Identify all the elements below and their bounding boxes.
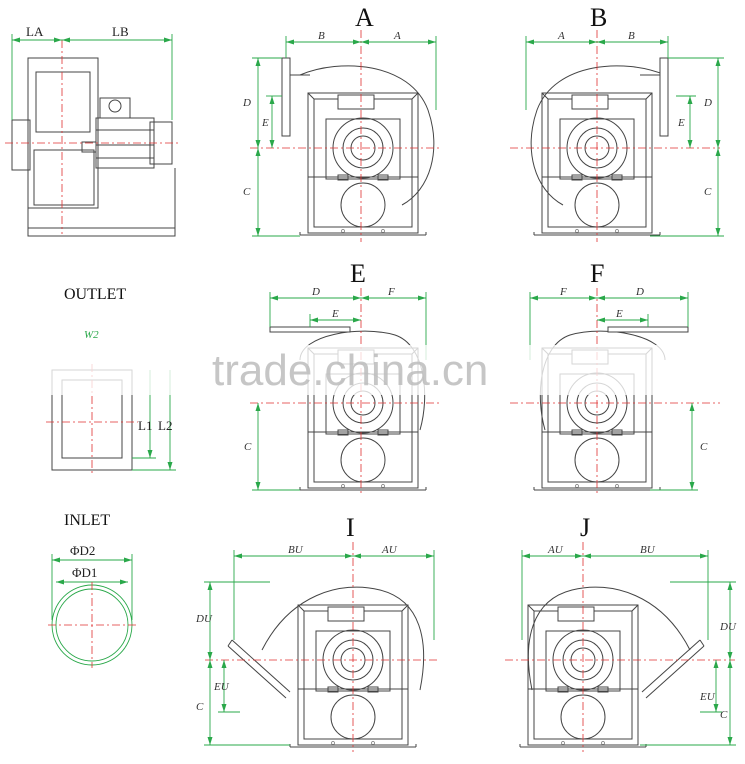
view-a-dim-1: B bbox=[318, 30, 325, 42]
view-f-dim-3: E bbox=[615, 308, 623, 320]
inlet-detail: INLET ΦD2 ΦD1 bbox=[48, 512, 136, 668]
view-j: J AU BU DU EU C bbox=[505, 513, 737, 752]
view-i-dim-3: DU bbox=[195, 613, 213, 625]
outlet-w2-label: W2 bbox=[84, 329, 99, 341]
view-f-dim-4: C bbox=[700, 441, 708, 453]
view-b-dim-4: E bbox=[677, 117, 685, 129]
view-b-title: B bbox=[590, 3, 607, 32]
view-e-dim-2: F bbox=[387, 286, 395, 298]
view-a-dim-5: C bbox=[243, 186, 251, 198]
view-j-dim-1: AU bbox=[547, 544, 564, 556]
view-b-dim-3: D bbox=[703, 97, 712, 109]
inlet-d2-label: ΦD2 bbox=[70, 543, 95, 558]
view-j-dim-3: DU bbox=[719, 621, 737, 633]
view-i-dim-2: AU bbox=[381, 544, 398, 556]
outlet-l2-label: L2 bbox=[158, 418, 172, 433]
view-j-dim-4: EU bbox=[699, 691, 716, 703]
view-f-title: F bbox=[590, 259, 604, 288]
view-b-dim-1: A bbox=[557, 30, 565, 42]
watermark-band bbox=[40, 345, 730, 395]
view-b-dim-2: B bbox=[628, 30, 635, 42]
view-f-dim-2: D bbox=[635, 286, 644, 298]
view-j-dim-5: C bbox=[720, 709, 728, 721]
dim-la-label: LA bbox=[26, 24, 44, 39]
view-i-title: I bbox=[346, 513, 355, 542]
view-a-title: A bbox=[355, 3, 374, 32]
view-j-title: J bbox=[580, 513, 590, 542]
view-b-dim-5: C bbox=[704, 186, 712, 198]
inlet-label: INLET bbox=[64, 512, 110, 529]
view-i-dim-5: C bbox=[196, 701, 204, 713]
view-e-dim-3: E bbox=[331, 308, 339, 320]
view-i: I BU AU DU EU C bbox=[195, 513, 440, 752]
view-a-dim-2: A bbox=[393, 30, 401, 42]
view-e-dim-4: C bbox=[244, 441, 252, 453]
view-e-dim-1: D bbox=[311, 286, 320, 298]
side-view: LA LB bbox=[5, 24, 180, 237]
dim-lb-label: LB bbox=[112, 24, 129, 39]
view-i-dim-1: BU bbox=[288, 544, 304, 556]
view-a-dim-4: E bbox=[261, 117, 269, 129]
view-f-dim-1: F bbox=[559, 286, 567, 298]
view-j-dim-2: BU bbox=[640, 544, 656, 556]
outlet-l1-label: L1 bbox=[138, 418, 152, 433]
view-i-dim-4: EU bbox=[213, 681, 230, 693]
inlet-d1-label: ΦD1 bbox=[72, 565, 97, 580]
view-a: A B A D E C bbox=[242, 3, 440, 242]
watermark-text: trade.china.cn bbox=[212, 346, 488, 395]
outlet-label: OUTLET bbox=[64, 286, 126, 303]
fan-unit-a bbox=[299, 92, 427, 236]
view-f: F F D E C bbox=[510, 259, 720, 496]
view-a-dim-3: D bbox=[242, 97, 251, 109]
view-b: B A B D E C bbox=[510, 3, 724, 242]
view-e-title: E bbox=[350, 259, 366, 288]
